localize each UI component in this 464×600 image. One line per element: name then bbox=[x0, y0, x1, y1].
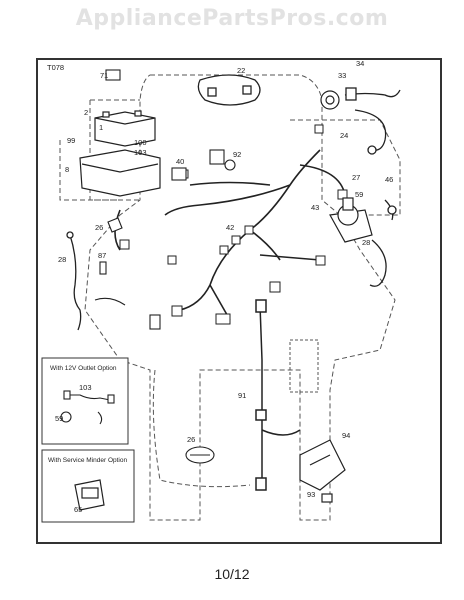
callout-label: 34 bbox=[356, 59, 364, 68]
component-26 bbox=[185, 446, 215, 464]
callout-label: 91 bbox=[238, 391, 246, 400]
misc-parts bbox=[94, 69, 161, 330]
callout-label: 87 bbox=[98, 251, 106, 260]
inset-service-title: With Service Minder Option bbox=[48, 457, 127, 464]
callout-label: 26 bbox=[187, 435, 195, 444]
part-callouts: T078 71 22 33 33 34 33 2 1 99 100 103 8 … bbox=[47, 59, 393, 514]
watermark-logo: AppliancePartsPros.com bbox=[75, 6, 389, 31]
seat-harness-71 bbox=[255, 299, 301, 491]
callout-label: 92 bbox=[233, 150, 241, 159]
cable-28-left bbox=[66, 231, 82, 331]
page-number: 10/12 bbox=[214, 566, 250, 582]
battery-1 bbox=[94, 110, 156, 147]
callout-label: 65 bbox=[74, 505, 82, 514]
cable-28-right bbox=[369, 199, 397, 287]
callout-label: 93 bbox=[307, 490, 315, 499]
bracket-94 bbox=[299, 439, 346, 503]
harness-connectors bbox=[119, 124, 348, 325]
inset-12v-outlet bbox=[41, 357, 129, 445]
tractor-outline bbox=[59, 74, 401, 521]
callout-label: 27 bbox=[352, 173, 360, 182]
callout-label: 8 bbox=[65, 165, 69, 174]
callout-label: 40 bbox=[176, 157, 184, 166]
callout-label: 94 bbox=[342, 431, 350, 440]
callout-label: 42 bbox=[226, 223, 234, 232]
callout-label: 103 bbox=[79, 383, 92, 392]
key-switch-30 bbox=[320, 90, 340, 110]
callout-label: 103 bbox=[134, 148, 147, 157]
callout-label: 46 bbox=[385, 175, 393, 184]
callout-label: 24 bbox=[340, 131, 348, 140]
callout-label: 28 bbox=[362, 238, 370, 247]
callout-label: 33 bbox=[338, 71, 346, 80]
callout-label: 28 bbox=[58, 255, 66, 264]
battery-tray-8 bbox=[79, 149, 161, 197]
inset-service-minder bbox=[41, 449, 135, 523]
cable-24 bbox=[344, 87, 401, 155]
diagram-frame bbox=[36, 58, 442, 544]
fuse-region bbox=[289, 339, 319, 393]
harness-22 bbox=[197, 74, 261, 106]
inset-12v-title: With 12V Outlet Option bbox=[50, 365, 117, 372]
callout-label: 26 bbox=[95, 223, 103, 232]
callout-label: 2 bbox=[84, 108, 88, 117]
relay-34 bbox=[171, 167, 187, 181]
solenoid-43 bbox=[329, 197, 373, 243]
callout-label: 59 bbox=[55, 414, 63, 423]
callout-label: 100 bbox=[134, 138, 147, 147]
callout-label: 22 bbox=[237, 66, 245, 75]
callout-label: 71 bbox=[100, 71, 108, 80]
callout-label: 43 bbox=[311, 203, 319, 212]
callout-label: 99 bbox=[67, 136, 75, 145]
diagram-code: T078 bbox=[47, 63, 64, 72]
switch-87 bbox=[209, 149, 236, 171]
callout-label: 59 bbox=[355, 190, 363, 199]
callout-label: 1 bbox=[99, 123, 103, 132]
